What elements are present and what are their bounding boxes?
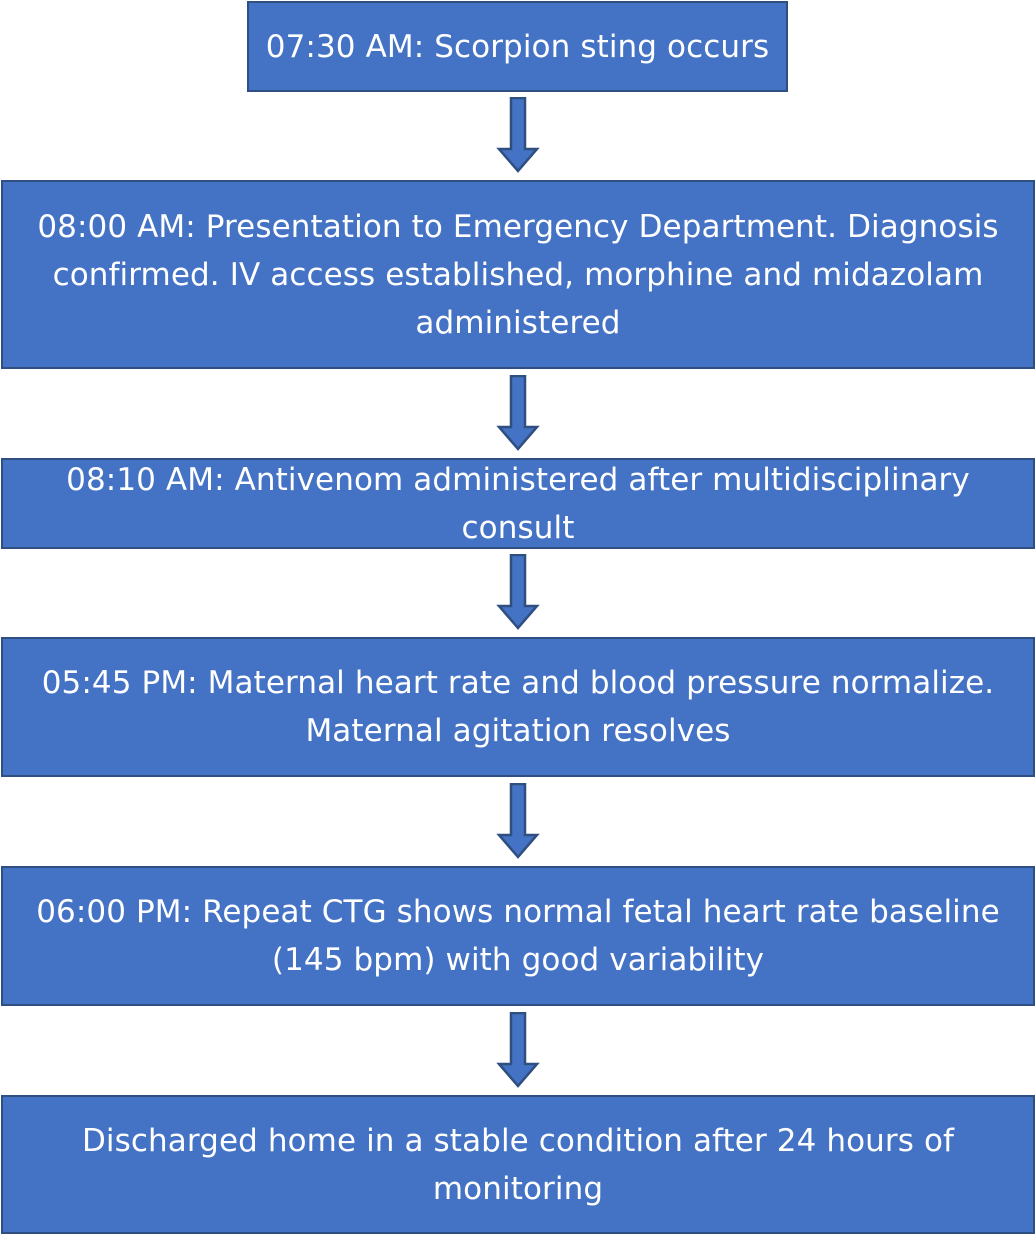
down-arrow-icon bbox=[496, 554, 540, 630]
step-text-6: Discharged home in a stable condition af… bbox=[81, 1122, 955, 1207]
step-box-4: 05:45 PM: Maternal heart rate and blood … bbox=[1, 637, 1035, 777]
step-text-2: 08:00 AM: Presentation to Emergency Depa… bbox=[37, 208, 999, 341]
down-arrow-icon bbox=[496, 1012, 540, 1088]
step-text-3: 08:10 AM: Antivenom administered after m… bbox=[66, 461, 970, 546]
step-text-1: 07:30 AM: Scorpion sting occurs bbox=[265, 28, 770, 65]
step-box-3: 08:10 AM: Antivenom administered after m… bbox=[1, 458, 1035, 549]
step-text-4: 05:45 PM: Maternal heart rate and blood … bbox=[41, 665, 995, 749]
step-box-5: 06:00 PM: Repeat CTG shows normal fetal … bbox=[1, 866, 1035, 1006]
down-arrow-icon bbox=[496, 97, 540, 173]
step-box-2: 08:00 AM: Presentation to Emergency Depa… bbox=[1, 180, 1035, 369]
down-arrow-icon bbox=[496, 783, 540, 859]
step-text-5: 06:00 PM: Repeat CTG shows normal fetal … bbox=[36, 894, 1000, 978]
down-arrow-icon bbox=[496, 375, 540, 451]
step-box-1: 07:30 AM: Scorpion sting occurs bbox=[247, 1, 788, 92]
step-box-6: Discharged home in a stable condition af… bbox=[1, 1095, 1035, 1234]
